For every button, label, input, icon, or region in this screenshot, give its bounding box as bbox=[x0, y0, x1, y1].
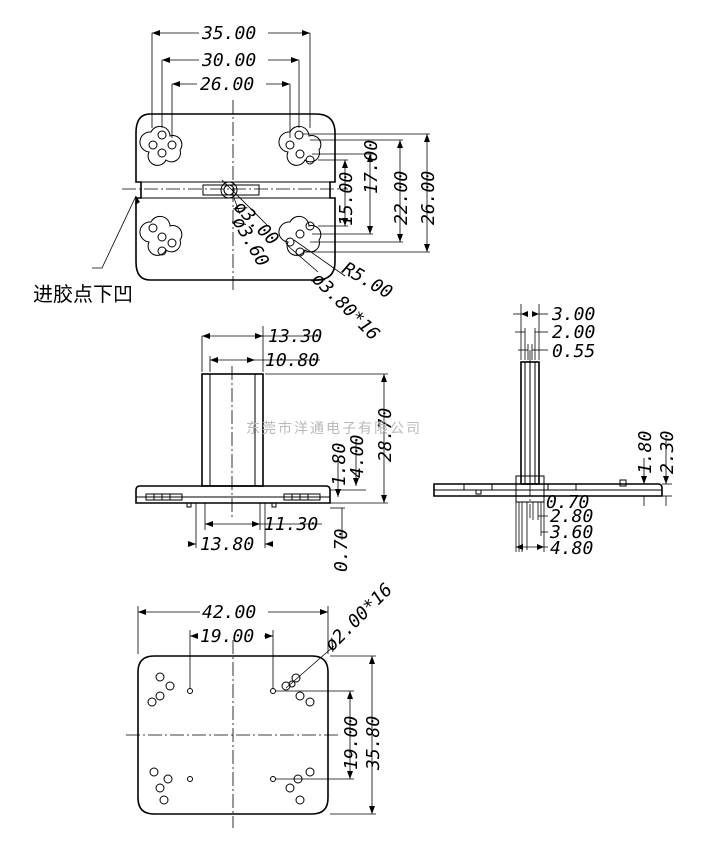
dim-label-4-00: 4.00 bbox=[347, 435, 368, 478]
dim-26 bbox=[171, 81, 291, 138]
gate-hole-inner bbox=[223, 184, 235, 196]
dim-label-26: 26.00 bbox=[200, 74, 254, 95]
bottom-holes-bottom-left bbox=[149, 767, 193, 805]
dim-label-30: 30.00 bbox=[201, 50, 256, 71]
dim-label-42: 42.00 bbox=[202, 602, 256, 623]
dim-label-19v: 19.00 bbox=[341, 716, 362, 770]
dim-label-2-00: 2.00 bbox=[552, 322, 595, 343]
dim-label-3-00: 3.00 bbox=[551, 304, 595, 325]
side-view: 3.00 2.00 0.55 1.80 2.30 0.70 2.80 bbox=[433, 304, 678, 559]
side-base bbox=[433, 483, 663, 497]
dim-label-17: 17.00 bbox=[361, 140, 382, 194]
company-watermark: 东莞市洋通电子有限公司 bbox=[246, 420, 422, 437]
dim-label-2-80: 2.80 bbox=[550, 506, 593, 527]
dim-35 bbox=[151, 30, 311, 128]
dim-label-10-80: 10.80 bbox=[265, 350, 319, 371]
dim-label-0-70: 0.70 bbox=[331, 529, 352, 572]
gate-hole-outer bbox=[220, 181, 238, 199]
dim-label-15: 15.00 bbox=[336, 172, 357, 226]
dim-label-side-1-80: 1.80 bbox=[635, 431, 656, 474]
dim-label-0-55: 0.55 bbox=[552, 341, 595, 362]
dim-label-13-80: 13.80 bbox=[200, 534, 254, 555]
dim-label-11-30: 11.30 bbox=[264, 514, 318, 535]
dim-label-35: 35.00 bbox=[201, 23, 256, 44]
bottom-holes-top-right bbox=[270, 673, 315, 707]
top-view-outline bbox=[135, 113, 336, 281]
hole-cluster-bottom-right bbox=[278, 215, 322, 257]
dim-label-holes-2-00: ø2.00*16 bbox=[321, 579, 397, 655]
dim-label-13-30: 13.30 bbox=[268, 326, 322, 347]
dim-label-19h: 19.00 bbox=[200, 626, 254, 647]
hole-cluster-top-left bbox=[139, 125, 183, 166]
bottom-view: 42.00 19.00 ø2.00*16 19.00 35.80 bbox=[126, 579, 397, 828]
dim-label-28-70: 28.70 bbox=[375, 408, 396, 462]
hole-cluster-bottom-left bbox=[139, 215, 183, 256]
front-view: 13.30 10.80 28.70 4.00 1.80 0.70 11.30 bbox=[135, 326, 396, 572]
dim-label-26v: 26.00 bbox=[418, 171, 439, 225]
dim-label-1-80: 1.80 bbox=[329, 443, 350, 486]
bottom-view-outline bbox=[137, 655, 329, 815]
dim-label-side-0-70: 0.70 bbox=[546, 492, 589, 513]
bottom-holes-bottom-right bbox=[270, 767, 315, 805]
hole-cluster-top-right bbox=[278, 125, 322, 166]
bottom-holes-top-left bbox=[147, 672, 193, 707]
dim-label-3-60: 3.60 bbox=[549, 522, 593, 543]
dim-label-22: 22.00 bbox=[391, 171, 412, 225]
gate-note: 进胶点下凹 bbox=[33, 282, 133, 306]
note-leader bbox=[92, 195, 137, 269]
dim-label-2-30: 2.30 bbox=[657, 431, 678, 474]
top-view: 35.00 30.00 26.00 15.00 17.00 22.00 26.0… bbox=[33, 23, 439, 345]
dim-30 bbox=[161, 57, 300, 128]
dim-label-4-80: 4.80 bbox=[550, 538, 593, 559]
dim-label-35-80: 35.80 bbox=[363, 716, 384, 771]
